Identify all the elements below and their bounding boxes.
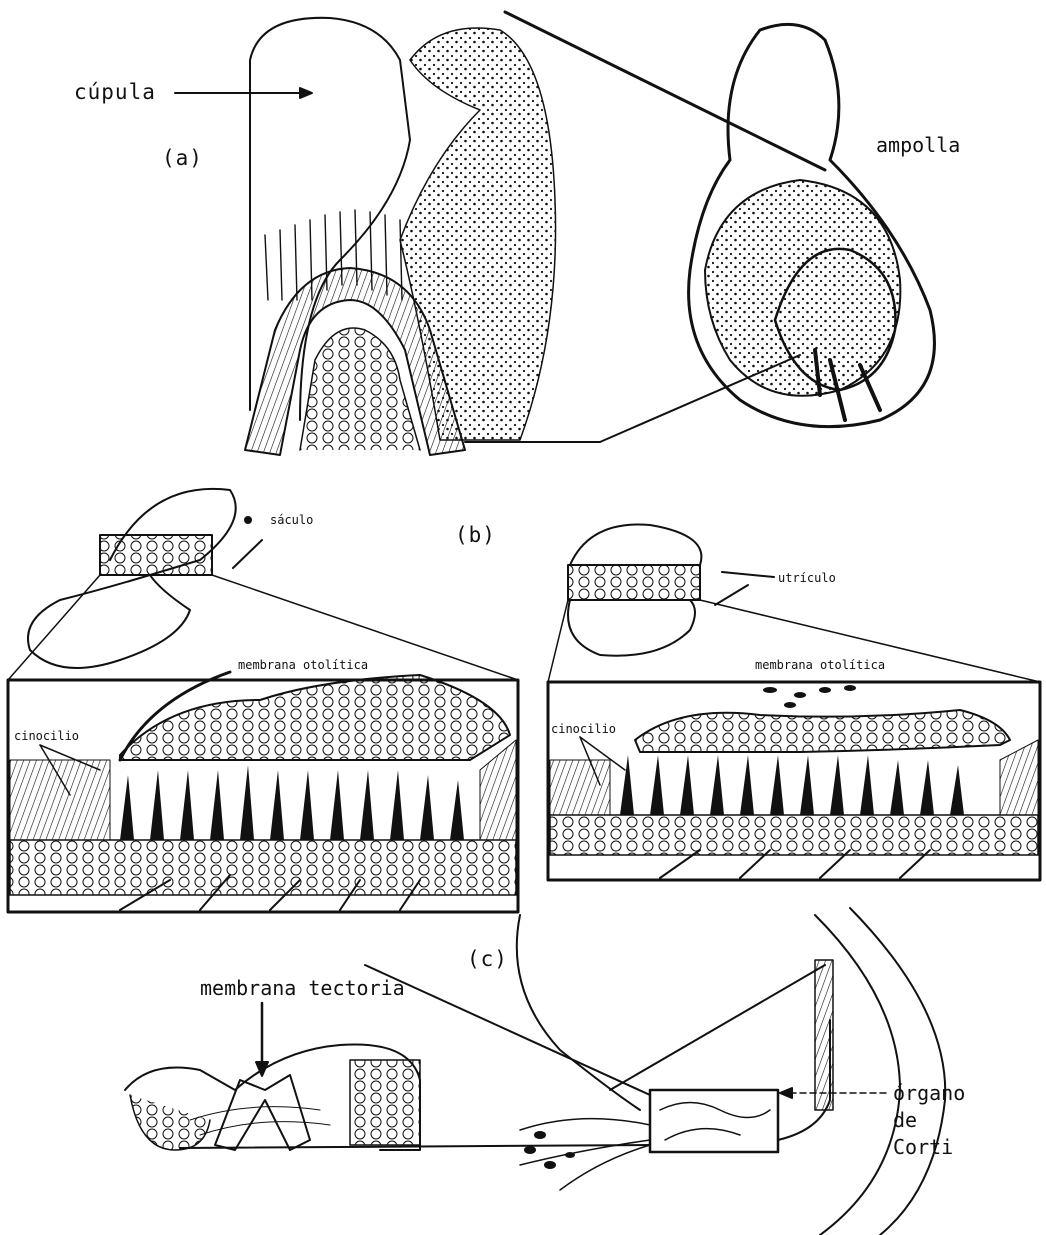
ganglion-cells bbox=[524, 1131, 575, 1169]
utriculo-otoconia bbox=[763, 685, 856, 708]
panel-b-drawing bbox=[8, 489, 1040, 912]
corti-arrowhead bbox=[780, 1088, 792, 1098]
saculo-shape bbox=[28, 489, 236, 668]
tectoria-arrowhead bbox=[256, 1062, 268, 1076]
ampolla-label: ampolla bbox=[876, 133, 960, 157]
utriculo-side-tissue-left bbox=[550, 760, 610, 815]
tectoria-detail-epithelium bbox=[350, 1060, 420, 1145]
reissner-membrane bbox=[610, 965, 825, 1090]
cupula-arrowhead bbox=[300, 88, 312, 98]
saculo-bullet bbox=[245, 517, 251, 523]
saculo-arrow bbox=[233, 540, 262, 568]
spiral-ganglion bbox=[520, 1119, 650, 1190]
saculo-label: sáculo bbox=[270, 513, 313, 527]
saculo-epithelium bbox=[10, 840, 516, 895]
cochlea-inner-wall bbox=[850, 908, 945, 1235]
utriculo-label: utrículo bbox=[778, 571, 836, 585]
utriculo-box bbox=[568, 565, 700, 600]
panel-c-drawing bbox=[125, 908, 945, 1235]
ampolla-inner-wall bbox=[705, 180, 900, 396]
panel-c-label: (c) bbox=[467, 947, 508, 971]
cupula-label: cúpula bbox=[74, 80, 156, 104]
saculo-cinocilio-label: cinocilio bbox=[14, 729, 79, 743]
corti-contents bbox=[660, 1103, 770, 1141]
saculo-membrane-label: membrana otolítica bbox=[238, 658, 368, 672]
connector-top bbox=[505, 12, 825, 170]
utriculo-hair-bundles bbox=[620, 755, 964, 815]
utriculo-membrane-label: membrana otolítica bbox=[755, 658, 885, 672]
saculo-hair-bundles bbox=[120, 765, 464, 840]
tectoria-label: membrana tectoria bbox=[200, 976, 405, 1000]
saculo-side-tissue-right bbox=[480, 740, 516, 840]
corti-label-line3: Corti bbox=[893, 1135, 953, 1159]
tectoria-fibers bbox=[190, 1107, 330, 1135]
saculo-side-tissue-left bbox=[10, 760, 110, 840]
corti-box bbox=[650, 1090, 778, 1152]
utriculo-cinocilio-label: cinocilio bbox=[551, 722, 616, 736]
connector-bottom-diag bbox=[600, 355, 800, 442]
saculo-box bbox=[100, 535, 212, 575]
panel-a-drawing bbox=[175, 12, 934, 455]
utriculo-epithelium bbox=[550, 815, 1038, 855]
utriculo-zoom-left bbox=[548, 600, 568, 682]
corti-label-line2: de bbox=[893, 1108, 917, 1132]
panel-a-label: (a) bbox=[162, 146, 203, 170]
panel-b-label: (b) bbox=[455, 523, 496, 547]
tectoria-detail-cells bbox=[130, 1095, 210, 1150]
scala-boundary bbox=[517, 915, 640, 1110]
saculo-otolithic-membrane bbox=[120, 675, 510, 760]
utriculo-otolithic-membrane bbox=[635, 710, 1010, 752]
utriculo-arrow bbox=[715, 585, 748, 605]
utriculo-side-tissue-right bbox=[1000, 740, 1038, 815]
corti-label-line1: órgano bbox=[893, 1081, 965, 1105]
utriculo-pointer bbox=[722, 572, 774, 577]
